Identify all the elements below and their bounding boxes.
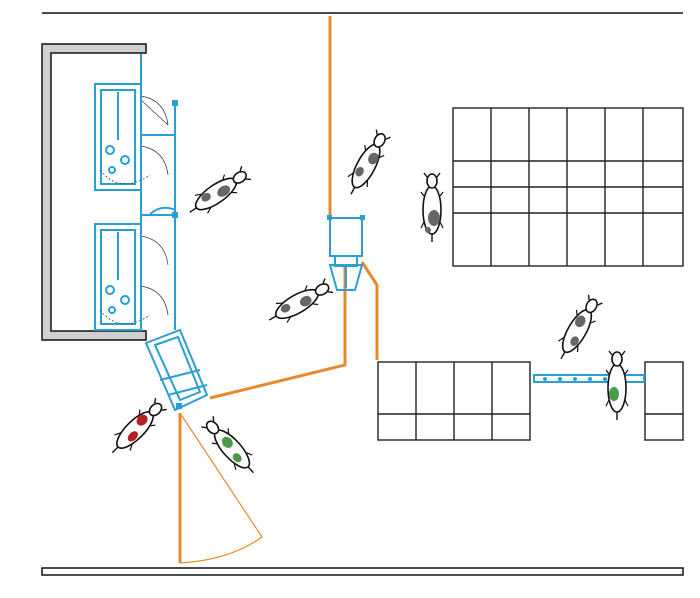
- cow-red-spots: [103, 395, 170, 462]
- barn-wall-bottom: [41, 567, 684, 576]
- cow-center-top: [340, 127, 394, 201]
- passage-gate-right[interactable]: [533, 374, 645, 383]
- selection-gate-center[interactable]: [327, 215, 365, 291]
- orange-fence-path: [209, 16, 379, 400]
- cow-center: [262, 275, 336, 331]
- cow-vertical-right: [420, 172, 444, 243]
- cubicle-block-top-right: [452, 107, 684, 267]
- cow-right-green: [605, 350, 629, 421]
- cow-right-gray: [550, 292, 606, 366]
- robot-upper[interactable]: [94, 83, 169, 191]
- cubicle-block-bottom-middle: [377, 361, 531, 441]
- cow-green-spots: [198, 413, 263, 481]
- cubicle-block-bottom-right: [644, 361, 684, 441]
- robot-fence: [140, 54, 178, 330]
- selection-gate-left[interactable]: [144, 328, 209, 412]
- swing-gate-fan[interactable]: [178, 412, 263, 564]
- robot-room-wall: [41, 43, 147, 341]
- cow-near-robots: [182, 162, 254, 223]
- robot-lower[interactable]: [94, 223, 169, 331]
